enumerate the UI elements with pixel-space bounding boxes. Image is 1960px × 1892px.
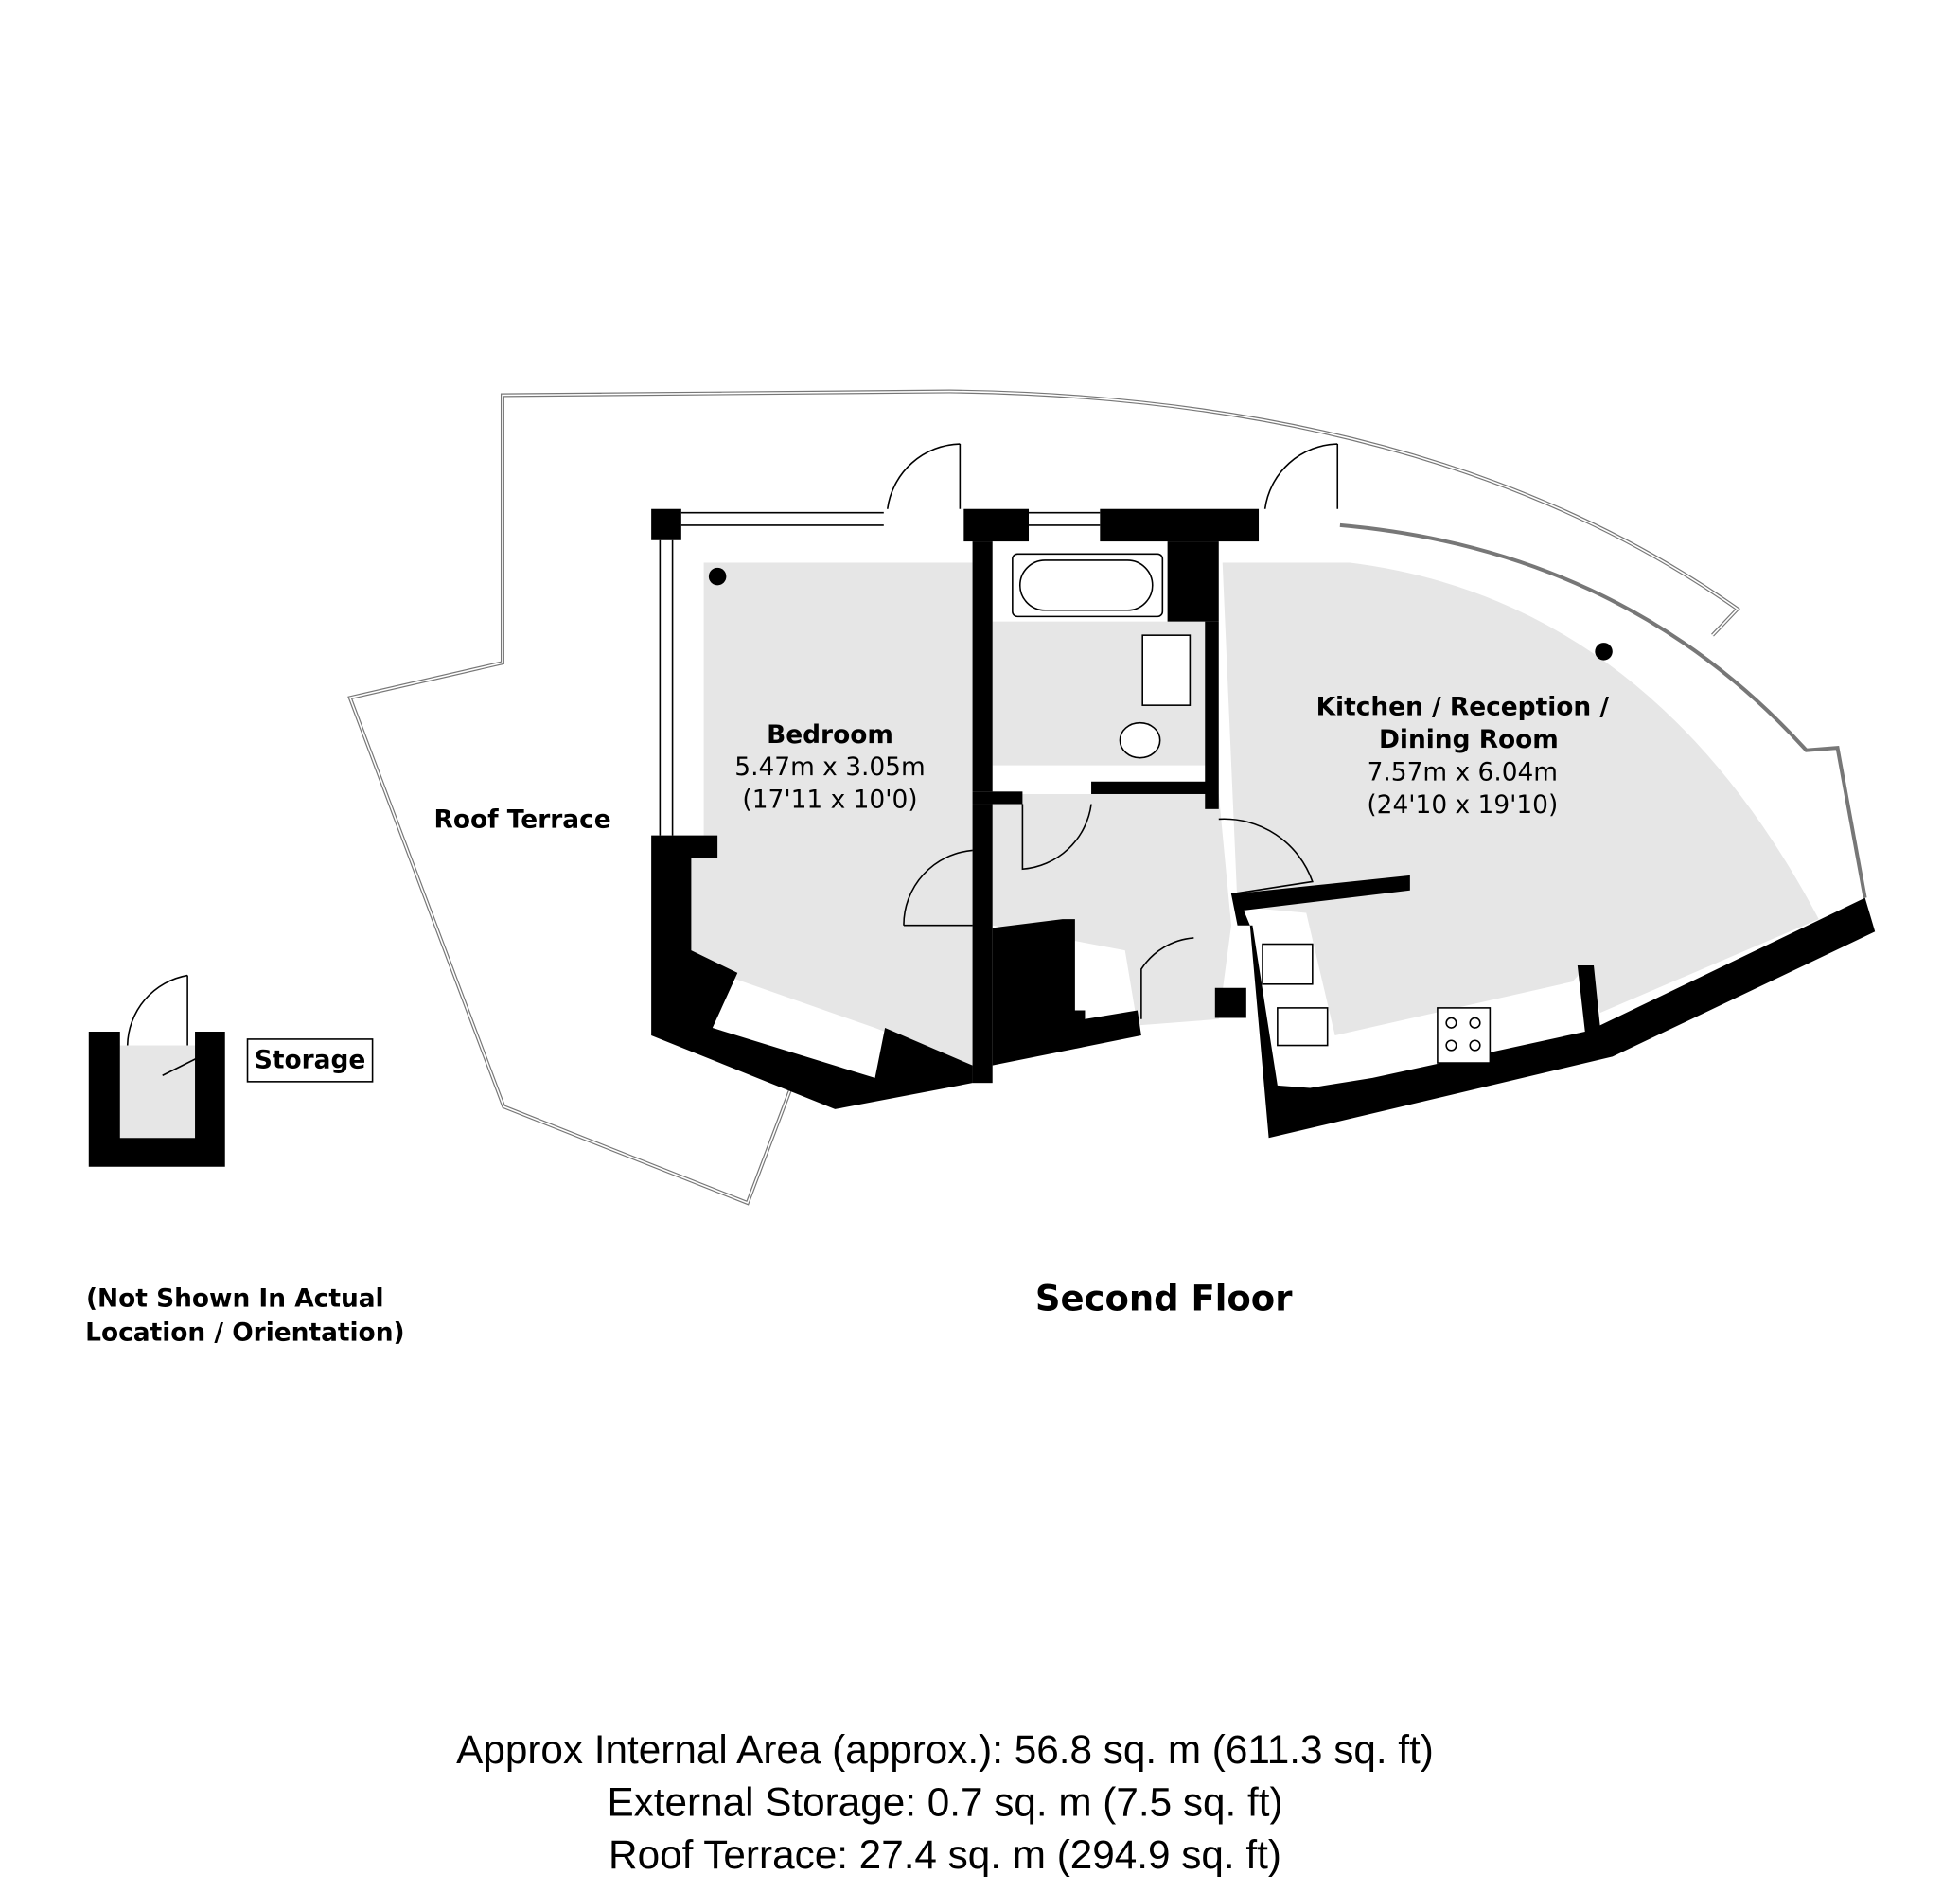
walls	[651, 508, 1876, 1139]
kitchen-label-line2: Dining Room	[1379, 725, 1559, 754]
kitchen-floor	[1222, 562, 1819, 1035]
external-storage-area: External Storage: 0.7 sq. m (7.5 sq. ft)	[607, 1779, 1282, 1824]
roof-terrace-area: Roof Terrace: 27.4 sq. m (294.9 sq. ft)	[609, 1832, 1281, 1877]
hallway-floor	[992, 793, 1231, 1026]
bedroom-label: Bedroom	[767, 720, 893, 750]
toilet	[1119, 721, 1161, 759]
bedroom-dimensions-metric: 5.47m x 3.05m	[734, 752, 925, 782]
storage-label: Storage	[255, 1045, 365, 1074]
kitchen-dimensions-imperial: (24'10 x 19'10)	[1367, 790, 1558, 820]
floor-title: Second Floor	[1035, 1279, 1293, 1319]
bedroom-floor	[691, 562, 973, 1066]
roof-terrace-outline	[347, 389, 1867, 1206]
basin	[1141, 634, 1192, 706]
bedroom-dimensions-imperial: (17'11 x 10'0)	[742, 786, 917, 815]
hob	[1437, 1007, 1492, 1064]
storage-note-line2: Location / Orientation)	[85, 1317, 404, 1347]
doors	[886, 443, 1339, 1019]
kitchen-label-line1: Kitchen / Reception /	[1316, 693, 1610, 722]
fixtures	[708, 553, 1613, 1064]
internal-area: Approx Internal Area (approx.): 56.8 sq.…	[456, 1727, 1434, 1772]
roof-terrace-label: Roof Terrace	[434, 805, 611, 835]
kitchen-sink	[1277, 1007, 1329, 1047]
storage-note-line1: (Not Shown In Actual	[86, 1284, 384, 1314]
storage-unit	[88, 974, 374, 1167]
kitchen-dimensions-metric: 7.57m x 6.04m	[1368, 757, 1558, 787]
